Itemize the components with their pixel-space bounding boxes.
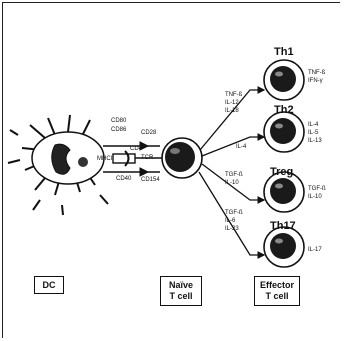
th17-inducer: TGF-ß xyxy=(225,210,243,216)
th1-product: TNF-ß xyxy=(308,70,326,76)
th17-inducer: IL-6 xyxy=(225,218,236,224)
th2-inducer: IL-4 xyxy=(236,144,247,150)
dendritic-cell xyxy=(7,114,109,216)
cd154-label: CD154 xyxy=(141,177,160,183)
th17-title: Th17 xyxy=(270,220,296,232)
th17-product: IL-17 xyxy=(308,247,322,253)
treg-title: Treg xyxy=(270,166,294,178)
th2-cell xyxy=(263,111,305,153)
effector-cells xyxy=(263,59,305,268)
th1-title: Th1 xyxy=(274,46,294,58)
tcr-label: TCR xyxy=(141,155,154,161)
treg-product: IL-10 xyxy=(308,194,322,200)
differentiation-arrows xyxy=(198,86,266,259)
dc-box: DC xyxy=(34,276,64,294)
naive-box-line1: Naïve xyxy=(168,280,194,290)
cd80-label: CD80 xyxy=(111,118,127,124)
th1-cell xyxy=(263,59,305,101)
effector-box-line2: T cell xyxy=(265,291,289,301)
naive-t-cell-box: Naïve T cell xyxy=(160,276,202,306)
th1-inducer: IL-12 xyxy=(225,100,239,106)
receptor-pairs xyxy=(103,141,163,177)
mhcii-label: MHCII xyxy=(97,156,114,162)
treg-product: TGF-ß xyxy=(308,186,326,192)
cd86-label: CD86 xyxy=(111,127,127,133)
dc-box-label: DC xyxy=(42,279,56,290)
treg-cell xyxy=(263,171,305,213)
th17-cell xyxy=(263,226,305,268)
treg-inducer: IL-10 xyxy=(225,180,239,186)
th2-product: IL-5 xyxy=(308,130,319,136)
th17-inducer: IL-23 xyxy=(225,226,239,232)
cd28-label: CD28 xyxy=(141,130,157,136)
effector-box-line1: Effector xyxy=(259,280,294,290)
treg-inducer: TGF-ß xyxy=(225,172,243,178)
effector-t-cell-box: Effector T cell xyxy=(254,276,300,306)
th2-product: IL-4 xyxy=(308,122,319,128)
th2-product: IL-13 xyxy=(308,138,322,144)
figure-frame xyxy=(2,2,340,338)
naive-t-cell xyxy=(161,137,203,179)
th1-inducer: IL-18 xyxy=(225,108,239,114)
th2-title: Th2 xyxy=(274,104,294,116)
cd40-label: CD40 xyxy=(116,176,132,182)
cd4-label: CD4 xyxy=(130,146,143,152)
naive-box-line2: T cell xyxy=(169,291,193,301)
th1-inducer: TNF-ß xyxy=(225,92,243,98)
th1-product: IFN-γ xyxy=(308,78,323,84)
